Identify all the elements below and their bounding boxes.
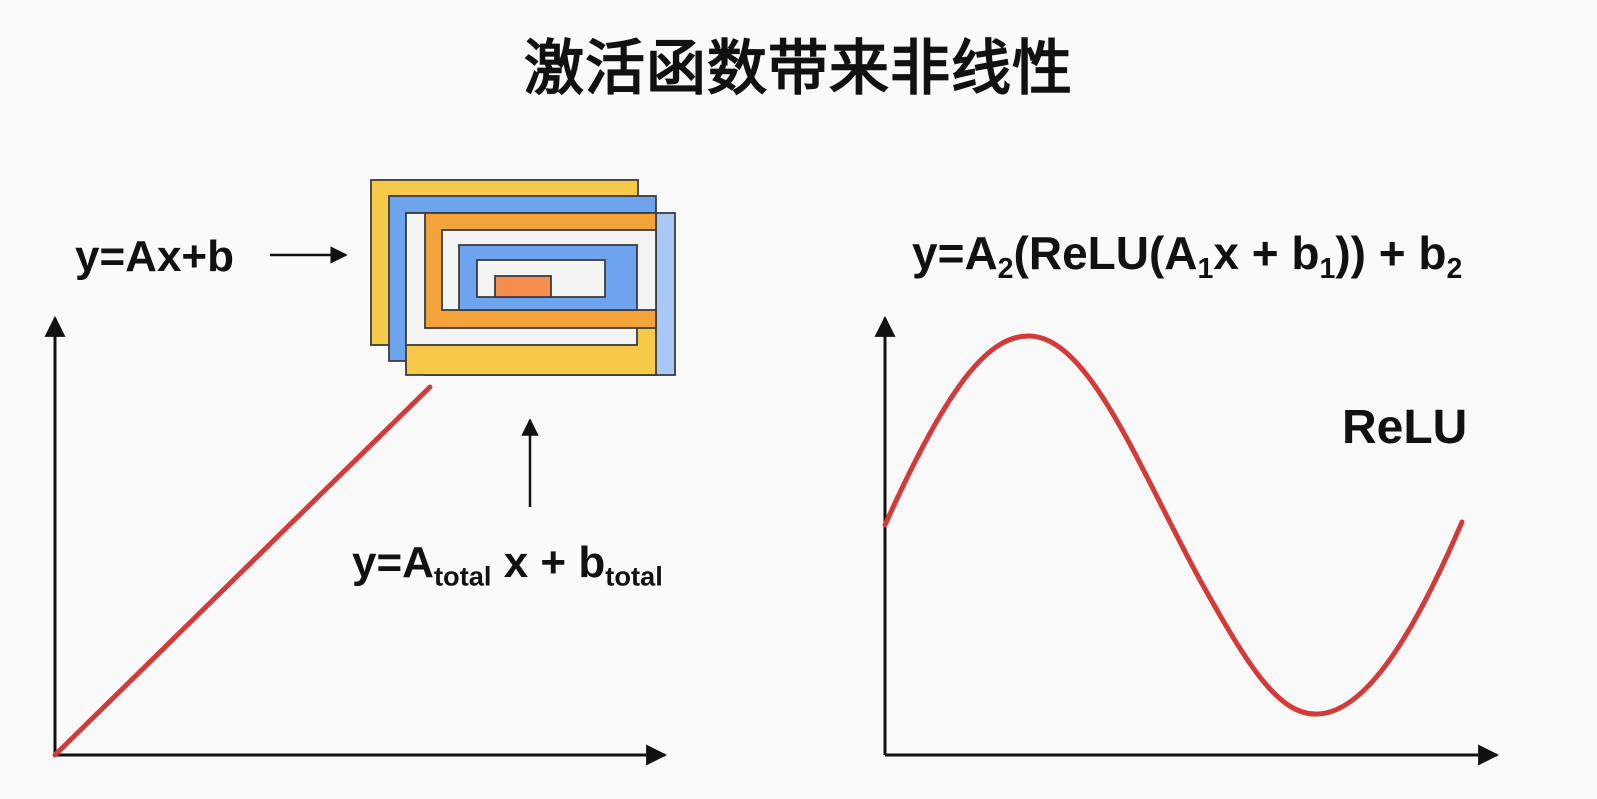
relu-formula-subscript: 2 <box>997 253 1014 286</box>
relu-label: ReLU <box>1342 401 1468 454</box>
stacked-layers-icon <box>370 179 676 376</box>
linear-formula: y=Ax+b <box>75 232 234 282</box>
linear-formula-text: y=Ax+b <box>75 232 234 281</box>
relu-formula-part: y=A <box>912 227 998 279</box>
total-formula-part: x + b <box>491 538 606 587</box>
page-title: 激活函数带来非线性 <box>524 34 1073 104</box>
relu-formula-subscript: 1 <box>1197 253 1214 286</box>
relu-formula-part: x + b <box>1213 227 1320 279</box>
nonlinear-curve <box>882 333 1465 717</box>
relu-formula-subscript: 2 <box>1446 253 1463 286</box>
total-formula-part: y=A <box>352 538 434 587</box>
total-formula-subscript: total <box>605 560 663 592</box>
relu-formula-subscript: 1 <box>1319 253 1336 286</box>
relu-formula-part: )) + b <box>1335 227 1447 279</box>
total-formula-subscript: total <box>433 560 492 592</box>
relu-formula: y=A2(ReLU(A1x + b1)) + b2 <box>912 226 1462 283</box>
total-formula: y=Atotal x + btotal <box>352 538 663 590</box>
linear-line <box>52 384 433 758</box>
relu-formula-part: (ReLU(A <box>1013 227 1198 279</box>
